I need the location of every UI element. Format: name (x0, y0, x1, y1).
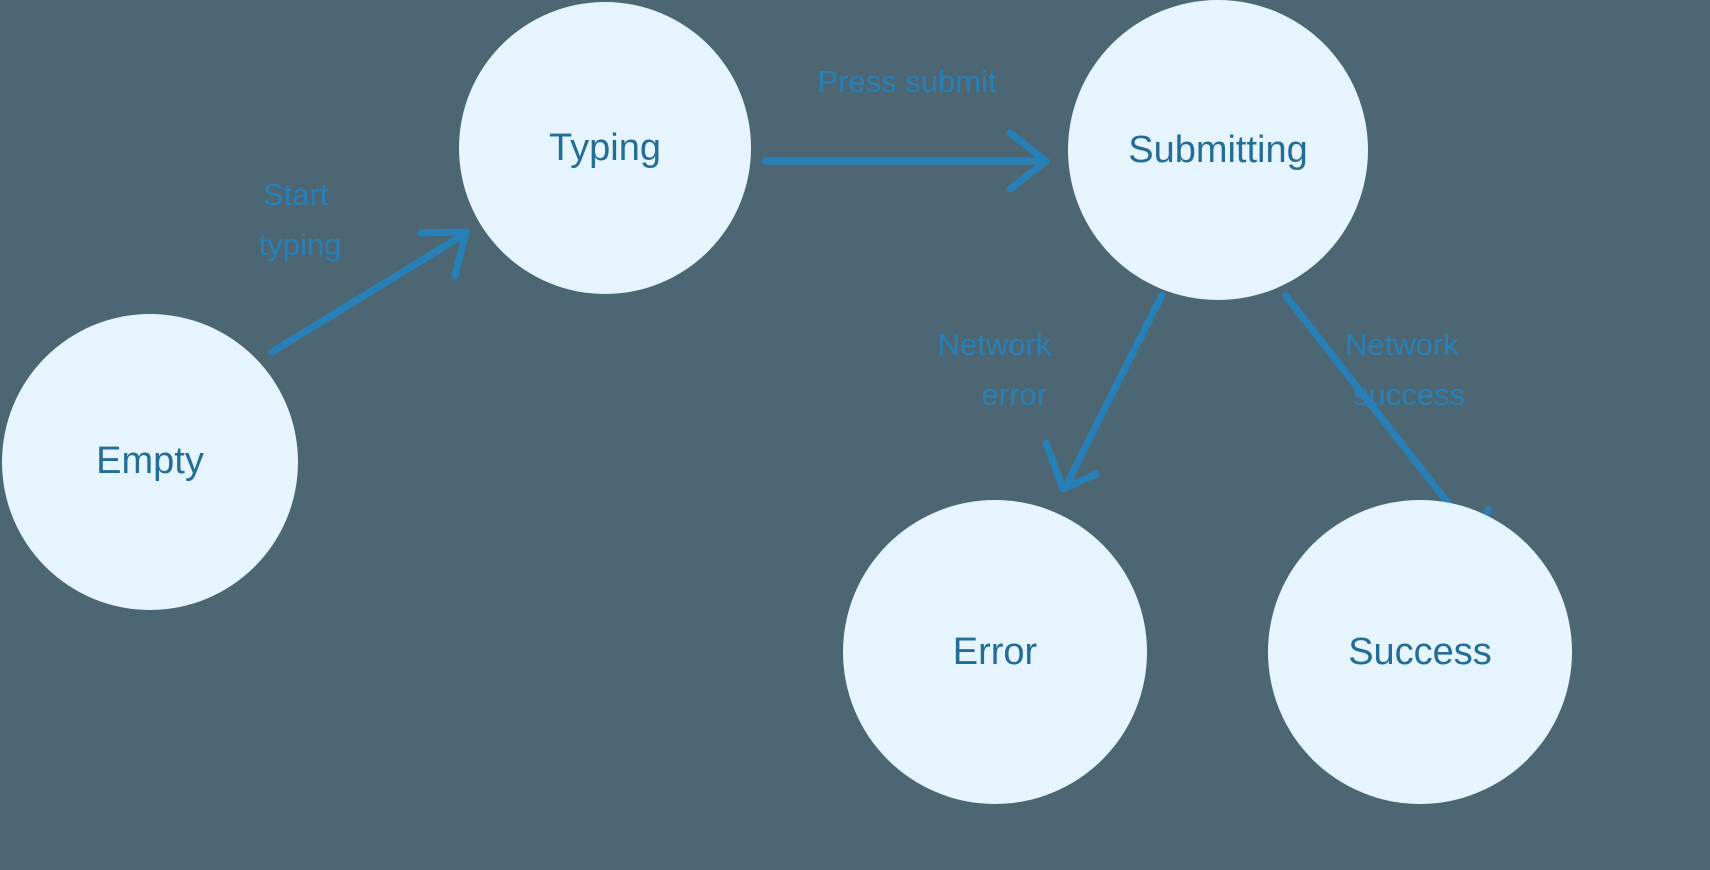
state-node-empty-label: Empty (96, 440, 204, 482)
edge-typing-to-submitting (761, 129, 1050, 193)
edge-empty-to-typing-line (268, 231, 467, 356)
state-node-success-circle[interactable] (1268, 500, 1572, 804)
state-node-error-label: Error (953, 631, 1038, 673)
state-node-submitting-label: Submitting (1128, 129, 1308, 171)
state-node-empty-circle[interactable] (2, 314, 298, 610)
state-node-success-label: Success (1348, 631, 1492, 673)
state-node-typing-label: Typing (549, 127, 661, 169)
edge-submitting-to-success-line (1282, 292, 1477, 539)
state-node-error[interactable]: Error (843, 500, 1147, 804)
edge-label-network-success-line-2: success (1353, 377, 1465, 412)
edge-label-network-success-line-1: Network (1345, 327, 1459, 362)
state-node-typing[interactable]: Typing (459, 2, 751, 294)
edge-empty-to-typing-arrowhead (417, 228, 470, 280)
edge-label-network-error: Network error (938, 327, 1060, 412)
edge-label-network-error-line-1: Network (938, 327, 1052, 362)
edge-label-start-typing-line-2: typing (259, 227, 342, 262)
edge-label-start-typing-line-1: Start (263, 177, 329, 212)
edge-label-press-submit: Press submit (817, 64, 997, 99)
state-node-success[interactable]: Success (1268, 500, 1572, 804)
edge-submitting-to-error (1042, 291, 1166, 493)
edge-empty-to-typing (268, 228, 470, 356)
edge-submitting-to-error-line (1064, 291, 1166, 486)
edge-label-start-typing: Start typing (259, 177, 342, 262)
state-node-submitting-circle[interactable] (1068, 0, 1368, 300)
edge-label-press-submit-line-1: Press submit (817, 64, 997, 99)
state-node-typing-circle[interactable] (459, 2, 751, 294)
state-node-empty[interactable]: Empty (2, 314, 298, 610)
edge-typing-to-submitting-arrowhead (1006, 129, 1050, 193)
state-node-error-circle[interactable] (843, 500, 1147, 804)
edge-submitting-to-error-arrowhead (1042, 439, 1100, 493)
edge-label-network-success: Network success (1345, 327, 1467, 412)
edge-label-network-error-line-2: error (982, 377, 1047, 412)
state-node-submitting[interactable]: Submitting (1068, 0, 1368, 300)
